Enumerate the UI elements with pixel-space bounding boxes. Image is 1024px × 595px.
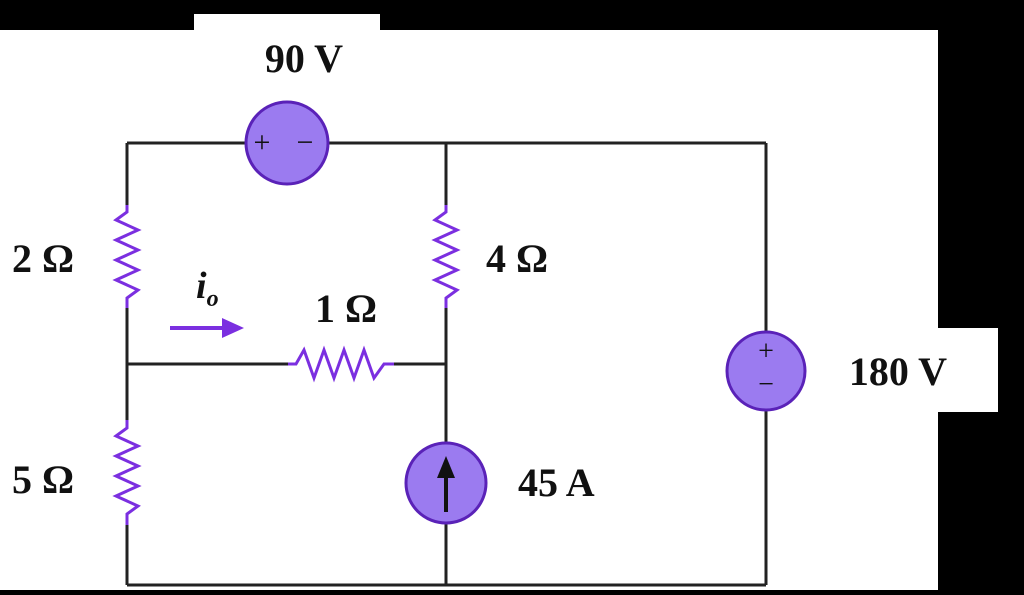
arrow-up-icon [437,456,455,512]
source-180v-body [725,330,807,412]
resistor-4-ohm [431,205,461,308]
label-1-ohm: 1 Ω [315,286,377,331]
label-45a: 45 A [518,460,595,505]
source-90v-plus: + [254,126,271,159]
label-2-ohm: 2 Ω [12,236,74,281]
right-label-panel [830,328,998,412]
top-label-panel [194,14,380,34]
source-90v-minus: − [297,126,314,159]
voltage-source-90v: + − [244,100,330,186]
label-5-ohm: 5 Ω [12,457,74,502]
resistor-5-ohm [112,420,142,525]
arrow-right-icon [170,318,244,338]
label-180v: 180 V [849,349,947,394]
resistor-1-ohm [288,345,394,383]
wires [125,141,768,587]
voltage-source-180v: + − [725,330,807,412]
resistor-2-ohm [112,205,142,308]
label-4-ohm: 4 Ω [486,236,548,281]
label-io: io [196,265,219,312]
label-io-subscript: o [207,286,219,312]
source-180v-minus: − [758,369,774,400]
label-io-symbol: i [196,265,207,307]
current-source-45a [404,441,488,525]
label-90v: 90 V [265,36,343,81]
source-90v-body [244,100,330,186]
source-180v-plus: + [758,336,774,367]
